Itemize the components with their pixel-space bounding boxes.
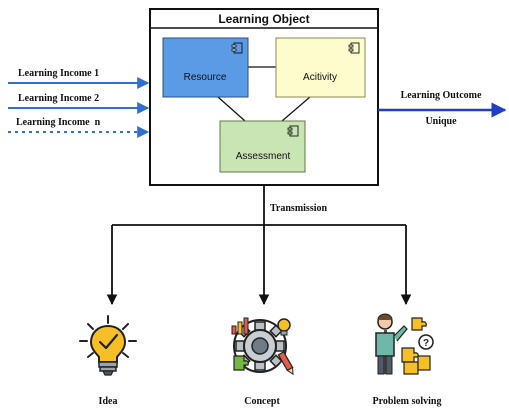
component-icon <box>348 42 360 54</box>
output-sublabel: Unique <box>425 116 457 127</box>
learning-object-title: Learning Object <box>218 12 309 26</box>
problem-solving-icon: ? <box>375 313 434 375</box>
component-icon <box>231 42 243 54</box>
activity-label: Acitivity <box>303 72 337 83</box>
output-label: Learning Outcome <box>401 90 482 101</box>
activity-node: Acitivity <box>275 37 366 98</box>
lightbulb-icon <box>79 315 137 376</box>
resource-label: Resource <box>184 72 227 83</box>
resource-node: Resource <box>162 37 249 98</box>
assessment-node: Assessment <box>219 120 306 173</box>
result-label-concept: Concept <box>244 396 280 407</box>
assessment-label: Assessment <box>236 151 291 162</box>
component-icon <box>287 125 299 137</box>
input-label-2: Learning Income 2 <box>18 93 99 104</box>
concept-gear-icon <box>231 317 294 376</box>
input-label-n: Learning Income n <box>16 117 101 128</box>
svg-text:?: ? <box>423 338 429 349</box>
result-label-problem-solving: Problem solving <box>373 396 442 407</box>
result-label-idea: Idea <box>99 396 118 407</box>
input-label-1: Learning Income 1 <box>18 68 99 79</box>
transmission-label: Transmission <box>270 203 327 214</box>
